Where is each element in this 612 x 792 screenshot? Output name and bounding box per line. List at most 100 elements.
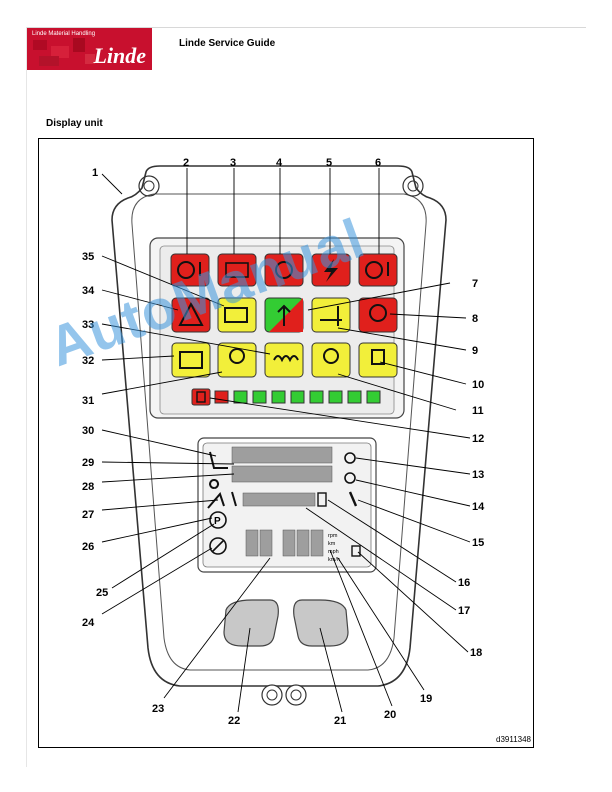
lamp-service-engine <box>217 342 257 378</box>
screw-hole-top-right-inner <box>407 180 419 192</box>
logo-company-text: Linde Material Handling <box>32 31 96 37</box>
unit-label-km: km <box>328 541 336 547</box>
warning-triangle-icon <box>178 301 204 326</box>
hour-glass-icon <box>317 492 327 507</box>
fuel-segment-8 <box>347 390 362 404</box>
figure-frame <box>38 138 534 748</box>
housing-inner-outline <box>131 193 427 671</box>
battery-icon <box>225 262 249 278</box>
lightning-icon <box>324 259 338 282</box>
section-title: Display unit <box>46 118 103 129</box>
lamp-glow-plug <box>264 342 304 378</box>
mast-up-arrow-icon <box>277 304 291 326</box>
logo-pattern <box>27 28 152 70</box>
fuel-segment-6 <box>309 390 324 404</box>
callout-5: 5 <box>326 157 332 169</box>
lamp-coolant-level <box>171 342 211 378</box>
speed-digit-1 <box>245 529 259 557</box>
speed-digit-5 <box>310 529 324 557</box>
engine-overheat-icon <box>369 304 387 322</box>
callout-2: 2 <box>183 157 189 169</box>
callout-22: 22 <box>228 715 240 727</box>
callout-16: 16 <box>458 577 470 589</box>
callout-leaders <box>101 168 471 713</box>
callout-10: 10 <box>472 379 484 391</box>
operator-absent-icon <box>209 537 227 555</box>
logo-brand-text: Linde <box>93 43 146 68</box>
engine-service-lcd-icon <box>344 452 356 464</box>
fuel-segment-1 <box>214 390 229 404</box>
callout-34: 34 <box>82 285 95 297</box>
right-button[interactable] <box>293 599 349 647</box>
page-left-rule <box>26 27 27 767</box>
lcd-matrix-row-1 <box>231 446 333 464</box>
transmission-icon <box>323 348 339 364</box>
fuel-water-icon <box>371 349 385 365</box>
speed-digit-4 <box>296 529 310 557</box>
lamp-transmission <box>311 342 351 378</box>
callout-8: 8 <box>472 313 478 325</box>
lamp-fuel-water <box>358 342 398 378</box>
callout-28: 28 <box>82 481 94 493</box>
parking-brake-icon <box>209 511 227 529</box>
left-button[interactable] <box>223 599 279 647</box>
coolant-level-icon <box>179 351 203 369</box>
screw-hole-bottom-left-inner <box>266 689 278 701</box>
engine-icon <box>224 307 248 323</box>
lamp-oil-pressure <box>264 253 304 287</box>
screw-hole-top-left-inner <box>143 180 155 192</box>
fuel-segment-3 <box>252 390 267 404</box>
callout-6: 6 <box>375 157 381 169</box>
speed-digit-3 <box>282 529 296 557</box>
callout-9: 9 <box>472 345 478 357</box>
fuel-segment-4 <box>271 390 286 404</box>
wrench-icon <box>231 491 237 507</box>
lcd-matrix-row-2 <box>231 465 333 483</box>
screw-hole-top-left <box>138 175 160 197</box>
service-hours-digits <box>242 492 316 507</box>
engine-temp-icon <box>365 261 383 279</box>
callout-1: 1 <box>92 167 98 179</box>
lamp-battery <box>217 253 257 287</box>
lamp-engine-fault <box>217 297 257 333</box>
fuel-segment-9 <box>366 390 381 404</box>
speed-digit-2 <box>259 529 273 557</box>
callout-17: 17 <box>458 605 470 617</box>
callout-11: 11 <box>472 405 484 417</box>
callout-24: 24 <box>82 617 95 629</box>
screw-hole-bottom-right <box>285 684 307 706</box>
oil-pressure-icon <box>275 261 293 279</box>
fuel-lcd-icon <box>351 545 361 557</box>
fork-icon <box>320 306 342 326</box>
fuel-gauge <box>191 388 381 406</box>
callout-27: 27 <box>82 509 94 521</box>
brake-lcd-icon <box>344 472 356 484</box>
fuel-segment-2 <box>233 390 248 404</box>
unit-label-mph: mph <box>328 549 339 555</box>
service-wrench-icon <box>348 491 358 507</box>
callout-23: 23 <box>152 703 164 715</box>
callout-7: 7 <box>472 278 478 290</box>
callout-15: 15 <box>472 537 484 549</box>
unit-label-rpm: rpm <box>328 533 338 539</box>
parking-brake-letter: P <box>214 516 221 527</box>
lamp-lift-mast-red-half <box>269 298 303 332</box>
callout-29: 29 <box>82 457 94 469</box>
fuel-pump-icon <box>196 391 206 403</box>
gear-oil-temp-icon <box>177 261 195 279</box>
lcd-matrix-text <box>231 446 333 483</box>
callout-14: 14 <box>472 501 485 513</box>
callout-3: 3 <box>230 157 236 169</box>
callout-18: 18 <box>470 647 482 659</box>
callout-32: 32 <box>82 355 94 367</box>
seatbelt-icon <box>207 479 225 509</box>
lamp-fork-position <box>311 297 351 333</box>
screw-hole-top-right <box>402 175 424 197</box>
fuel-segment-5 <box>290 390 305 404</box>
seat-icon <box>209 451 228 469</box>
callout-25: 25 <box>96 587 108 599</box>
callout-33: 33 <box>82 319 94 331</box>
lamp-row-3 <box>171 342 398 378</box>
callout-20: 20 <box>384 709 396 721</box>
glow-plug-icon <box>273 355 299 363</box>
